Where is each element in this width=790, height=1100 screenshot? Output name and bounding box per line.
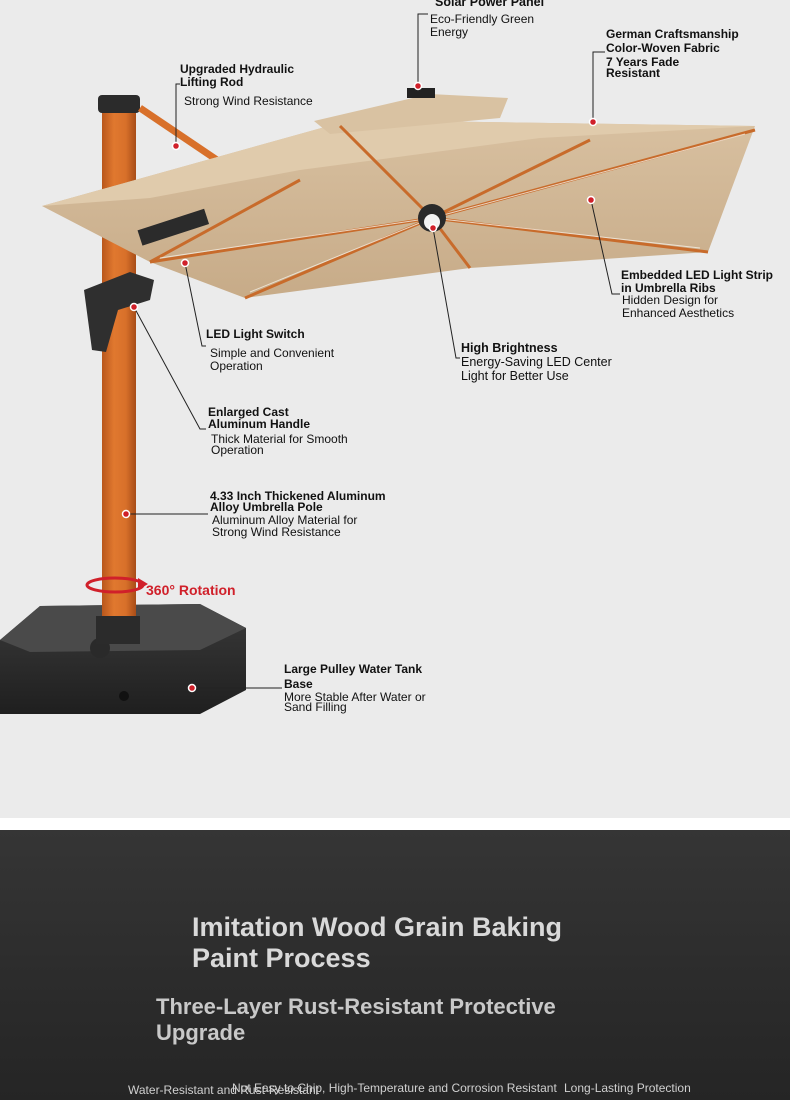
feature-rust-resistant: Water-Resistant and Rust-Resistant xyxy=(128,1083,319,1097)
pole-desc-line1: Aluminum Alloy Material for xyxy=(212,513,358,527)
led-switch-desc-line2: Operation xyxy=(210,359,263,373)
hydraulic-title-line1: Upgraded Hydraulic xyxy=(180,62,295,76)
section-heading-line2: Paint Process xyxy=(192,943,371,973)
led-strip-desc-line2: Enhanced Aesthetics xyxy=(622,306,735,320)
base-desc-line2: Sand Filling xyxy=(284,700,347,714)
fabric-title-line2: Color-Woven Fabric xyxy=(606,41,720,55)
umbrella-pole xyxy=(96,95,140,644)
solar-panel-desc-line2: Energy xyxy=(430,25,469,39)
handle-title-line1: Enlarged Cast xyxy=(208,405,289,419)
feature-long-lasting: Long-Lasting Protection xyxy=(564,1081,691,1095)
solar-panel-desc-line1: Eco-Friendly Green xyxy=(430,12,535,26)
section-subheading-line1: Three-Layer Rust-Resistant Protective xyxy=(156,994,556,1019)
rotation-label: 360° Rotation xyxy=(146,582,236,598)
base-title-line1: Large Pulley Water Tank xyxy=(284,662,423,676)
handle-desc-line1: Thick Material for Smooth xyxy=(211,432,348,446)
handle-desc-line2: Operation xyxy=(211,443,264,457)
fabric-title-line3: 7 Years Fade xyxy=(606,55,680,69)
hydraulic-rod xyxy=(138,105,222,165)
rotation-arrow-icon xyxy=(138,578,148,590)
product-diagram-panel: Solar Power Panel Eco-Friendly Green Ene… xyxy=(0,0,790,818)
feature-chip-resistant: Not Easy to Chip, High-Temperature and C… xyxy=(232,1081,557,1095)
fabric-title-line1: German Craftsmanship xyxy=(606,27,739,41)
fabric-title-line4: Resistant xyxy=(606,66,661,80)
section-divider xyxy=(0,818,790,830)
led-strip-desc-line1: Hidden Design for xyxy=(622,293,719,307)
pole-desc-line2: Strong Wind Resistance xyxy=(212,525,341,539)
base-title-line2: Base xyxy=(284,677,313,691)
led-strip-title-line1: Embedded LED Light Strip xyxy=(621,268,773,282)
led-strip-title-line2: in Umbrella Ribs xyxy=(621,281,716,295)
leader-lines xyxy=(126,13,620,689)
center-light-desc-line2: Light for Better Use xyxy=(461,369,569,383)
callout-dots xyxy=(121,81,598,693)
led-switch-title: LED Light Switch xyxy=(206,327,305,341)
hydraulic-title-line2: Lifting Rod xyxy=(180,75,244,89)
section-subheading-line2: Upgrade xyxy=(156,1020,246,1045)
center-light-desc-line1: Energy-Saving LED Center xyxy=(461,355,612,369)
section-heading-line1: Imitation Wood Grain Baking xyxy=(192,912,563,942)
led-switch-desc-line1: Simple and Convenient xyxy=(210,346,335,360)
umbrella-illustration xyxy=(0,13,756,714)
hydraulic-desc: Strong Wind Resistance xyxy=(184,94,313,108)
pole-title-line2: Alloy Umbrella Pole xyxy=(210,500,323,514)
base-desc-line1: More Stable After Water or xyxy=(284,690,426,704)
pole-title-line1: 4.33 Inch Thickened Aluminum xyxy=(210,489,386,503)
center-light-title: High Brightness xyxy=(461,341,558,355)
handle-title-line2: Aluminum Handle xyxy=(208,417,311,431)
wood-grain-section xyxy=(0,830,790,1100)
canopy xyxy=(42,88,756,352)
solar-panel-title: Solar Power Panel xyxy=(435,0,545,9)
